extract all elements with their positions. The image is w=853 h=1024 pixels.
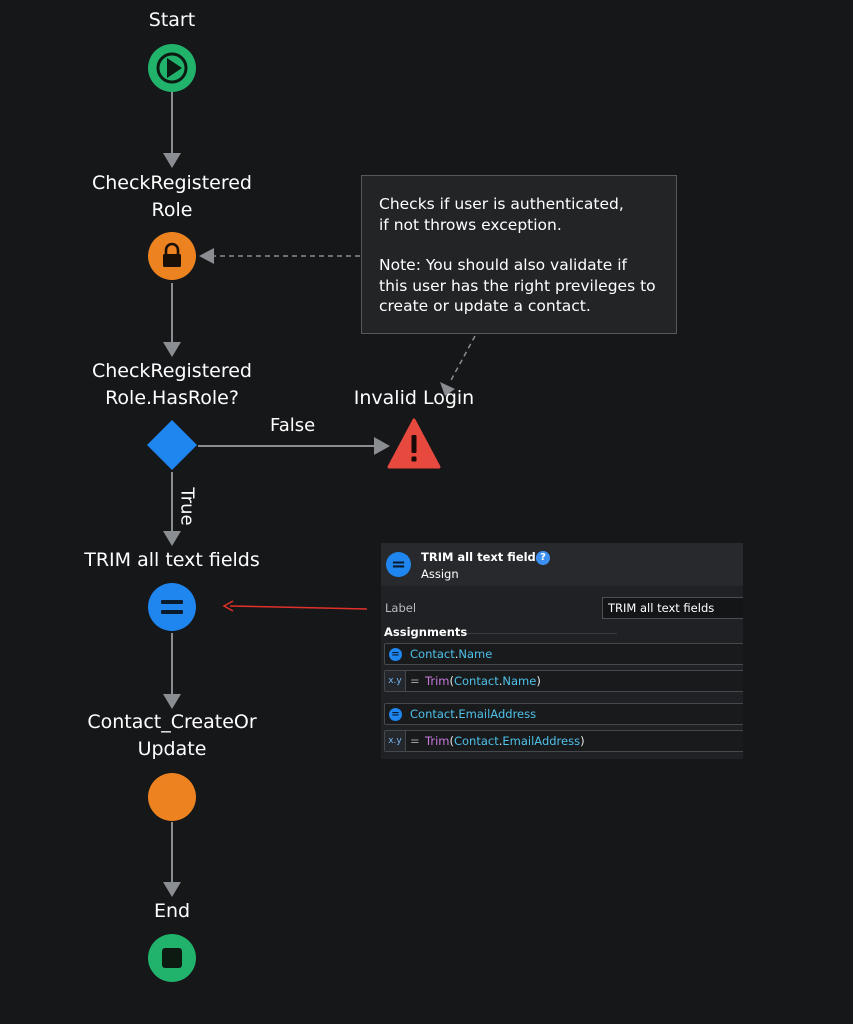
stop-icon xyxy=(162,948,182,968)
invalid-login-label: Invalid Login xyxy=(353,387,475,409)
equals-sign: = xyxy=(410,674,420,688)
arrowhead-if-true xyxy=(163,531,181,546)
lock-icon-shackle xyxy=(164,242,180,255)
properties-header: = TRIM all text fields ? Assign xyxy=(381,543,743,586)
assign-icon-top xyxy=(161,600,183,604)
comment-line: Checks if user is authenticated, xyxy=(379,195,624,213)
action-icon xyxy=(148,773,196,821)
assign-icon: = xyxy=(386,552,411,577)
if-has-role-label-line1: CheckRegistered xyxy=(91,360,252,382)
arrowhead-trim-create xyxy=(163,694,181,709)
label-property-name: Label xyxy=(385,601,417,615)
end-node[interactable] xyxy=(148,934,196,982)
comment-link-check-arrowhead xyxy=(199,248,214,264)
trim-node[interactable] xyxy=(148,583,196,631)
start-label: Start xyxy=(148,9,196,31)
assignment-variable: Contact.EmailAddress xyxy=(410,707,537,721)
false-edge-label: False xyxy=(270,415,316,436)
create-update-node[interactable] xyxy=(148,773,196,821)
comment-line: create or update a contact. xyxy=(379,297,591,315)
play-icon xyxy=(167,58,182,78)
start-node[interactable] xyxy=(148,44,196,92)
warning-icon-dot xyxy=(411,456,417,462)
help-icon[interactable]: ? xyxy=(536,551,550,565)
assignment-expression: Trim(Contact.EmailAddress) xyxy=(425,734,585,748)
warning-icon-bar xyxy=(411,435,417,453)
trim-label: TRIM all text fields xyxy=(84,549,260,571)
comment-link-invalid xyxy=(449,335,476,383)
assignment-value-row[interactable]: x.y = Trim(Contact.Name) xyxy=(384,670,743,692)
comment-box[interactable]: Checks if user is authenticated, if not … xyxy=(361,175,677,334)
arrowhead-if-false xyxy=(374,437,390,455)
label-property-input[interactable]: TRIM all text fields xyxy=(602,597,743,619)
check-role-label-line1: CheckRegistered xyxy=(91,172,252,194)
comment-line: Note: You should also validate if xyxy=(379,256,627,274)
expression-icon: x.y xyxy=(385,671,406,691)
play-icon-ring xyxy=(156,52,188,84)
assignment-expression: Trim(Contact.Name) xyxy=(425,674,541,688)
check-role-label-line2: Role xyxy=(151,199,193,221)
expression-icon: x.y xyxy=(385,731,406,751)
variable-icon: = xyxy=(389,708,402,721)
end-label: End xyxy=(153,900,191,922)
if-has-role-label-line2: Role.HasRole? xyxy=(105,387,239,409)
diamond-icon xyxy=(147,420,197,470)
variable-icon: = xyxy=(389,648,402,661)
if-has-role-node[interactable] xyxy=(147,420,197,470)
assignments-section-title: Assignments xyxy=(384,625,468,639)
create-update-label: Contact_CreateOr Update xyxy=(52,709,292,763)
highlight-arrow xyxy=(229,605,368,610)
if-has-role-label: CheckRegistered Role.HasRole? xyxy=(62,358,282,412)
properties-panel: = TRIM all text fields ? Assign Label TR… xyxy=(381,543,743,759)
assignment-variable: Contact.Name xyxy=(410,647,493,661)
arrowhead-check-if xyxy=(163,342,181,357)
comment-line: if not throws exception. xyxy=(379,215,562,234)
assignments-divider xyxy=(467,633,617,634)
properties-title: TRIM all text fields xyxy=(421,550,543,564)
comment-line: this user has the right previleges to xyxy=(379,276,656,295)
assignment-variable-row[interactable]: = Contact.EmailAddress xyxy=(384,703,743,725)
arrowhead-start-check xyxy=(163,153,181,168)
highlight-arrow-head xyxy=(222,600,234,612)
assignment-variable-row[interactable]: = Contact.Name xyxy=(384,643,743,665)
lock-icon xyxy=(163,254,181,267)
properties-subtitle: Assign xyxy=(421,567,459,581)
equals-sign: = xyxy=(410,734,420,748)
assign-icon xyxy=(161,610,183,614)
check-role-node[interactable] xyxy=(148,232,196,280)
check-role-label: CheckRegistered Role xyxy=(62,170,282,224)
assignment-value-row[interactable]: x.y = Trim(Contact.EmailAddress) xyxy=(384,730,743,752)
create-update-label-line2: Update xyxy=(137,738,207,760)
comment-link-invalid-arrowhead xyxy=(440,382,455,396)
true-edge-label: True xyxy=(176,487,198,526)
arrowhead-create-end xyxy=(163,882,181,897)
invalid-login-node[interactable] xyxy=(387,418,441,469)
create-update-label-line1: Contact_CreateOr xyxy=(87,711,257,733)
